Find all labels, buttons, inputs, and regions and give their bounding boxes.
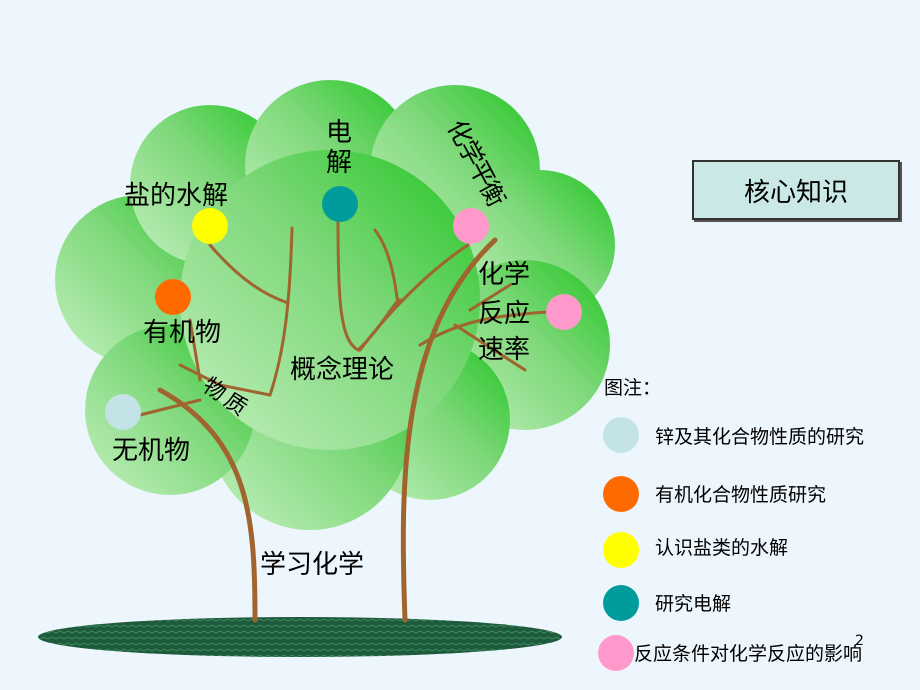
core-knowledge-box: 核心知识: [692, 160, 900, 220]
page-number: 2: [855, 633, 864, 649]
inorganic-node: [105, 394, 141, 430]
legend-swatch: [598, 635, 634, 671]
legend-swatch: [603, 476, 639, 512]
reaction-rate-label-3: 速率: [478, 335, 531, 365]
organic-node: [155, 279, 191, 315]
legend-title: 图注：: [604, 377, 662, 399]
salt-hydrolysis-label: 盐的水解: [124, 181, 229, 211]
legend-item-label: 反应条件对化学反应的影响: [634, 643, 863, 665]
legend-item-label: 认识盐类的水解: [655, 537, 789, 559]
legend-item-label: 有机化合物性质研究: [655, 484, 827, 506]
legend-swatch: [603, 417, 639, 453]
legend-item-label: 锌及其化合物性质的研究: [655, 426, 865, 448]
legend-item-label: 研究电解: [655, 593, 732, 615]
reaction-rate-label-1: 化学: [478, 260, 531, 290]
organic-label: 有机物: [143, 318, 222, 348]
ground: [38, 617, 562, 657]
electrolysis-node: [322, 186, 358, 222]
legend-swatch: [603, 585, 639, 621]
reaction-rate-node: [546, 294, 582, 330]
inorganic-label: 无机物: [112, 436, 191, 466]
legend-swatch: [603, 532, 639, 568]
reaction-rate-label-2: 反应: [478, 299, 531, 329]
tree-crown: [55, 80, 615, 530]
equilibrium-node: [453, 208, 489, 244]
electrolysis-label: 电解: [326, 118, 353, 178]
concept-theory-label: 概念理论: [290, 355, 395, 385]
branches: [138, 220, 550, 623]
trunk-label: 学习化学: [260, 550, 365, 580]
salt-hydrolysis-node: [192, 208, 228, 244]
